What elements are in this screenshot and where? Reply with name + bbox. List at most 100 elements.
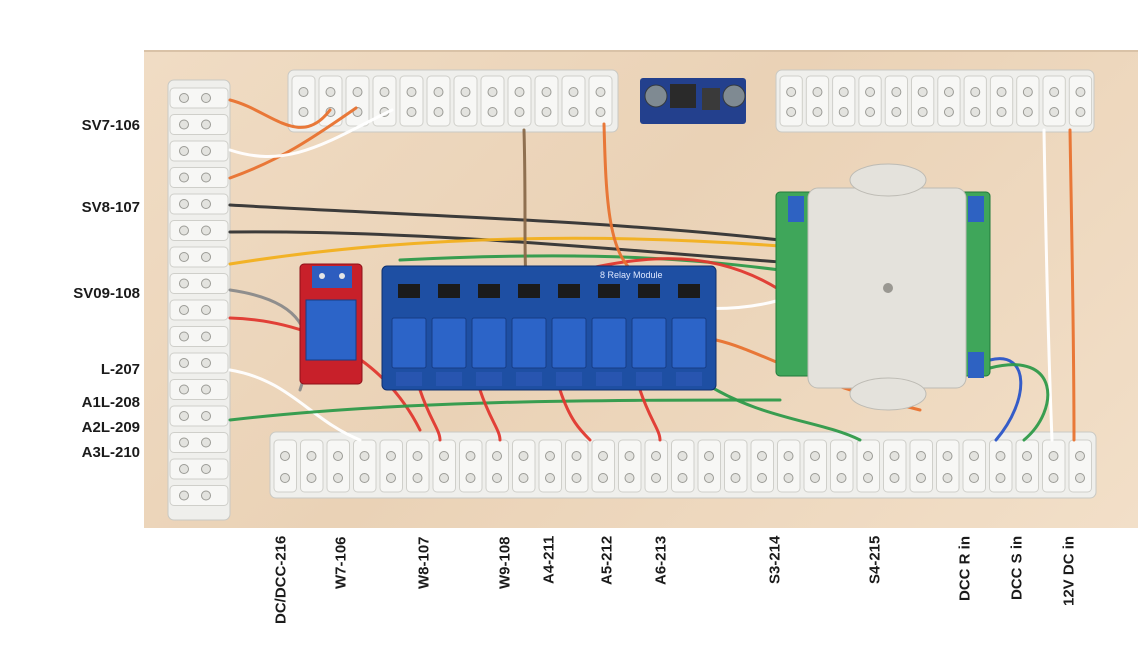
terminal-screw [201, 384, 211, 395]
left-terminal [169, 246, 229, 268]
terminal-screw [916, 451, 926, 461]
label-a3l-210: A3L-210 [81, 444, 140, 461]
terminal-screw [730, 451, 741, 461]
label-w7-106: W7-106 [332, 536, 350, 589]
terminal-screw [889, 451, 900, 461]
left-terminal [169, 458, 229, 480]
top-terminal [805, 75, 830, 127]
wire [478, 388, 502, 442]
terminal-screw [865, 87, 876, 97]
terminal-screw [624, 473, 635, 483]
terminal-screw [179, 437, 189, 448]
terminal-screw [179, 225, 189, 236]
bottom-terminal [1042, 439, 1066, 493]
bottom-terminal [644, 439, 668, 493]
wire [522, 128, 528, 278]
relay [431, 317, 467, 369]
wire [418, 388, 442, 442]
left-terminal [169, 405, 229, 427]
terminal-screw [943, 87, 954, 97]
terminal-screw [179, 490, 189, 501]
bottom-terminal [962, 439, 986, 493]
terminal-screw [179, 358, 189, 368]
terminal-screw [201, 146, 211, 156]
label-12v-dc-in: 12V DC in [1060, 536, 1078, 607]
bottom-terminal [803, 439, 827, 493]
wire [228, 236, 782, 266]
terminal-screw [179, 411, 189, 421]
terminal-screw [786, 87, 797, 97]
terminal-screw [943, 107, 954, 117]
wire [228, 368, 362, 442]
wire [228, 398, 782, 422]
top-terminal [399, 75, 424, 127]
terminal-screw [280, 473, 290, 483]
label-dcc-r-in: DCC R in [956, 536, 974, 601]
bottom-terminal [671, 439, 695, 493]
bottom-terminal [406, 439, 430, 493]
terminal-screw [969, 451, 979, 461]
top-terminal [291, 75, 316, 127]
bottom-terminal [777, 439, 801, 493]
label-w8-107: W8-107 [415, 536, 433, 589]
relay [511, 317, 547, 369]
terminal-screw [571, 473, 582, 483]
terminal-screw [465, 451, 476, 461]
bottom-terminals [273, 439, 1092, 493]
top-terminal [1042, 75, 1066, 127]
terminal-screw [863, 473, 873, 483]
relay [671, 317, 707, 369]
left-terminal [169, 87, 229, 109]
relay-module-silkscreen: 8 Relay Module [600, 270, 663, 280]
bottom-terminal [326, 439, 350, 493]
bottom-terminal [591, 439, 615, 493]
top-terminal [345, 75, 370, 127]
wires [228, 98, 1076, 442]
terminal-screw [1075, 87, 1086, 97]
terminal-screw [1049, 107, 1060, 117]
relay-output-terminal [516, 372, 542, 386]
left-terminal [169, 220, 229, 241]
wire [698, 378, 862, 442]
terminal-screw [439, 451, 449, 461]
terminal-screw [179, 199, 189, 209]
bottom-terminal [1015, 439, 1039, 493]
wire [398, 254, 782, 272]
label-dc-dcc-216: DC/DCC-216 [272, 536, 290, 625]
terminal-screw [201, 331, 211, 342]
wire [228, 230, 782, 264]
terminal-screw [757, 451, 767, 461]
terminal-screw [917, 107, 928, 117]
terminal-screw [838, 107, 849, 117]
left-terminal [169, 114, 229, 135]
terminal-screw [810, 451, 820, 461]
top-terminal [963, 75, 987, 127]
relay-transistor [438, 284, 460, 298]
decoder-box [775, 163, 991, 411]
left-terminal [169, 485, 229, 506]
terminal-screw [863, 451, 873, 461]
terminal-screw [598, 473, 608, 483]
terminal-screw [1049, 87, 1060, 97]
wire [228, 108, 394, 158]
top-terminal [507, 75, 532, 127]
terminal-screw [386, 451, 396, 461]
terminal-screw [1048, 473, 1059, 483]
terminal-screw [433, 107, 444, 117]
terminal-screw [201, 172, 211, 183]
terminal-screw [1075, 107, 1086, 117]
terminal-screw [201, 358, 211, 368]
left-terminal [169, 379, 229, 400]
terminal-screw [379, 87, 390, 97]
terminal-screw [492, 451, 502, 461]
terminal-screw [518, 451, 529, 461]
terminal-screw [460, 107, 471, 117]
terminal-screw [359, 473, 370, 483]
terminal-screw [412, 473, 423, 483]
terminal-screw [1048, 451, 1059, 461]
top-terminal [937, 75, 961, 127]
terminal-screw [810, 473, 820, 483]
bottom-terminal [989, 439, 1013, 493]
terminal-screw [179, 146, 189, 156]
